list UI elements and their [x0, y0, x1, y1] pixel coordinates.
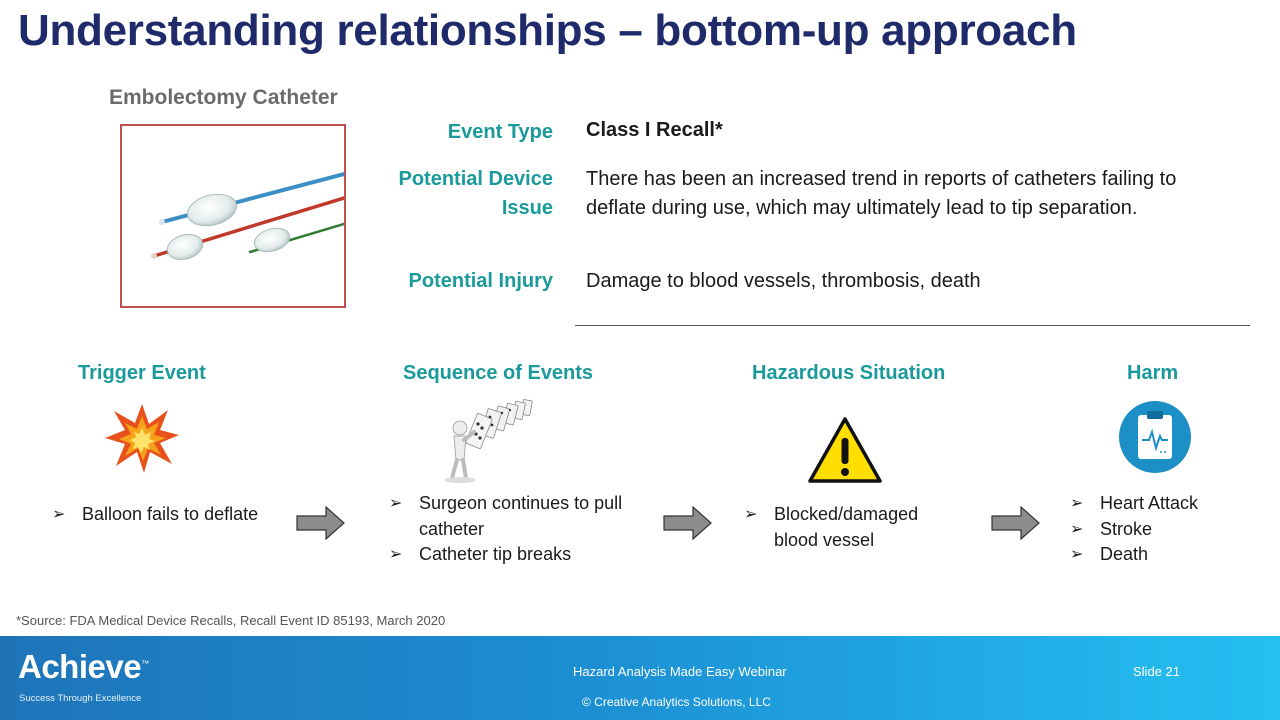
brand-logo: Achieve™ [18, 648, 149, 685]
arrow-right-icon [991, 506, 1040, 540]
image-caption: Embolectomy Catheter [109, 86, 338, 109]
arrow-right-icon [663, 506, 712, 540]
slide-title: Understanding relationships – bottom-up … [18, 6, 1077, 55]
potential-injury-label: Potential Injury [408, 270, 553, 292]
potential-injury-value: Damage to blood vessels, thrombosis, dea… [586, 270, 981, 292]
source-note: *Source: FDA Medical Device Recalls, Rec… [16, 613, 446, 628]
catheter-image [120, 124, 346, 308]
sequence-of-events-list: Surgeon continues to pull catheter Cathe… [389, 491, 629, 568]
list-item: Stroke [1070, 517, 1260, 543]
hazardous-situation-list: Blocked/damaged blood vessel [744, 502, 964, 553]
list-item: Heart Attack [1070, 491, 1260, 517]
sequence-of-events-heading: Sequence of Events [403, 362, 594, 384]
device-issue-value: There has been an increased trend in rep… [586, 168, 1177, 219]
copyright-text: © Creative Analytics Solutions, LLC [582, 695, 771, 709]
harm-heading: Harm [1127, 362, 1179, 384]
harm-list: Heart Attack Stroke Death [1070, 491, 1260, 568]
footer-bar: Achieve™ Success Through Excellence Haza… [0, 636, 1280, 720]
list-item: Surgeon continues to pull catheter [389, 491, 629, 542]
dominoes-icon [440, 398, 536, 489]
event-type-label: Event Type [447, 121, 553, 143]
device-issue-label: Potential Device Issue [398, 168, 553, 219]
hazardous-situation-heading: Hazardous Situation [752, 362, 946, 384]
medical-clipboard-icon [1117, 400, 1193, 479]
warning-icon [807, 416, 883, 489]
slide-number: Slide 21 [1133, 664, 1180, 679]
event-type-value: Class I Recall* [586, 119, 723, 141]
trigger-event-heading: Trigger Event [78, 362, 206, 384]
webinar-title: Hazard Analysis Made Easy Webinar [573, 664, 787, 679]
list-item: Catheter tip breaks [389, 542, 629, 568]
catheter-illustration [151, 172, 344, 261]
trigger-event-list: Balloon fails to deflate [52, 502, 272, 528]
explosion-icon [104, 402, 180, 479]
list-item: Blocked/damaged blood vessel [744, 502, 964, 553]
list-item: Balloon fails to deflate [52, 502, 272, 528]
arrow-right-icon [296, 506, 345, 540]
list-item: Death [1070, 542, 1260, 568]
divider [575, 325, 1250, 326]
brand-tagline: Success Through Excellence [19, 693, 142, 704]
